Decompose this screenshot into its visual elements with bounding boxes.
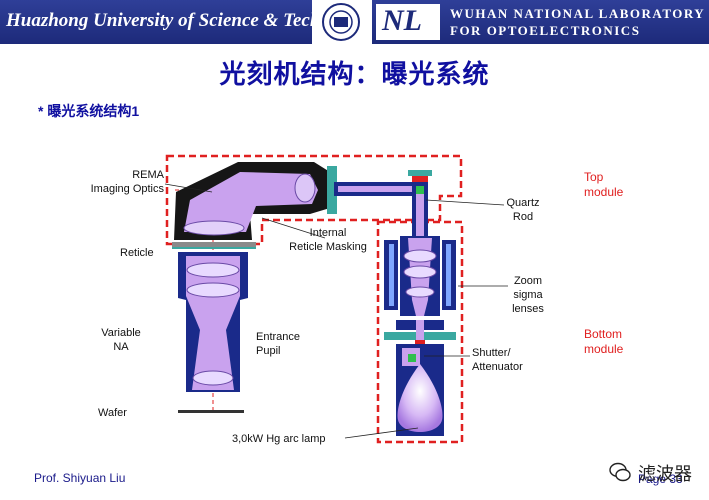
label-variable-na-line1: Variable <box>101 327 141 339</box>
author-footer: Prof. Shiyuan Liu <box>34 471 126 485</box>
label-shutter-line1: Shutter/ <box>472 347 511 359</box>
label-shutter: Shutter/ Attenuator <box>472 346 523 374</box>
label-zoom-line3: lenses <box>512 303 544 315</box>
lab-banner: NL WUHAN NATIONAL LABORATORY FOR OPTOELE… <box>372 0 709 44</box>
lab-name-line1: WUHAN NATIONAL LABORATORY <box>450 6 706 21</box>
label-lamp: 3,0kW Hg arc lamp <box>232 433 326 445</box>
label-rema: REMA Imaging Optics <box>76 168 164 196</box>
label-quartz-line2: Rod <box>512 211 534 223</box>
label-entrance-line2: Pupil <box>256 345 281 357</box>
label-variable-na-line2: NA <box>113 341 129 353</box>
university-seal-icon <box>315 2 367 42</box>
label-reticle: Reticle <box>120 247 154 259</box>
label-top-module: Top module <box>584 170 623 200</box>
label-rema-line2: Imaging Optics <box>90 183 164 195</box>
lab-name-line2: FOR OPTOELECTRONICS <box>450 23 641 38</box>
university-name: Huazhong University of Science & Technol… <box>6 10 374 31</box>
lab-logo-text: NL <box>382 4 422 37</box>
section-subtitle: * 曝光系统结构1 <box>38 103 140 119</box>
label-top-module-line1: Top <box>584 170 604 184</box>
reticle-plate <box>172 242 256 248</box>
label-variable-na: Variable NA <box>96 326 146 354</box>
label-internal-line2: Reticle Masking <box>289 241 367 253</box>
label-internal-line1: Internal <box>309 227 347 239</box>
label-entrance-line1: Entrance <box>256 331 301 343</box>
label-zoom-line2: sigma <box>513 289 543 301</box>
label-quartz-rod: Quartz Rod <box>504 196 542 224</box>
label-bottom-module: Bottom module <box>584 327 623 357</box>
label-top-module-line2: module <box>584 185 624 199</box>
label-entrance-pupil: Entrance Pupil <box>256 330 300 358</box>
label-wafer: Wafer <box>98 407 127 419</box>
page-title: 光刻机结构：曝光系统 <box>219 59 490 89</box>
label-internal-masking: Internal Reticle Masking <box>280 226 376 254</box>
label-rema-line1: REMA <box>132 169 164 181</box>
bottom-module-border <box>376 220 464 444</box>
lab-logo: NL <box>376 4 440 40</box>
label-bottom-module-line2: module <box>584 342 624 356</box>
label-shutter-line2: Attenuator <box>472 361 523 373</box>
watermark-text: 滤波器 <box>638 464 692 484</box>
wechat-icon <box>609 462 631 482</box>
label-zoom-line1: Zoom <box>513 275 543 287</box>
label-bottom-module-line1: Bottom <box>584 327 623 341</box>
label-quartz-line1: Quartz <box>506 197 540 209</box>
rema-beam <box>184 172 318 232</box>
university-banner: Huazhong University of Science & Technol… <box>0 0 373 44</box>
wafer-plate <box>178 410 244 413</box>
label-zoom-sigma: Zoom sigma lenses <box>508 274 548 316</box>
page-number: Page 33 <box>638 472 683 486</box>
